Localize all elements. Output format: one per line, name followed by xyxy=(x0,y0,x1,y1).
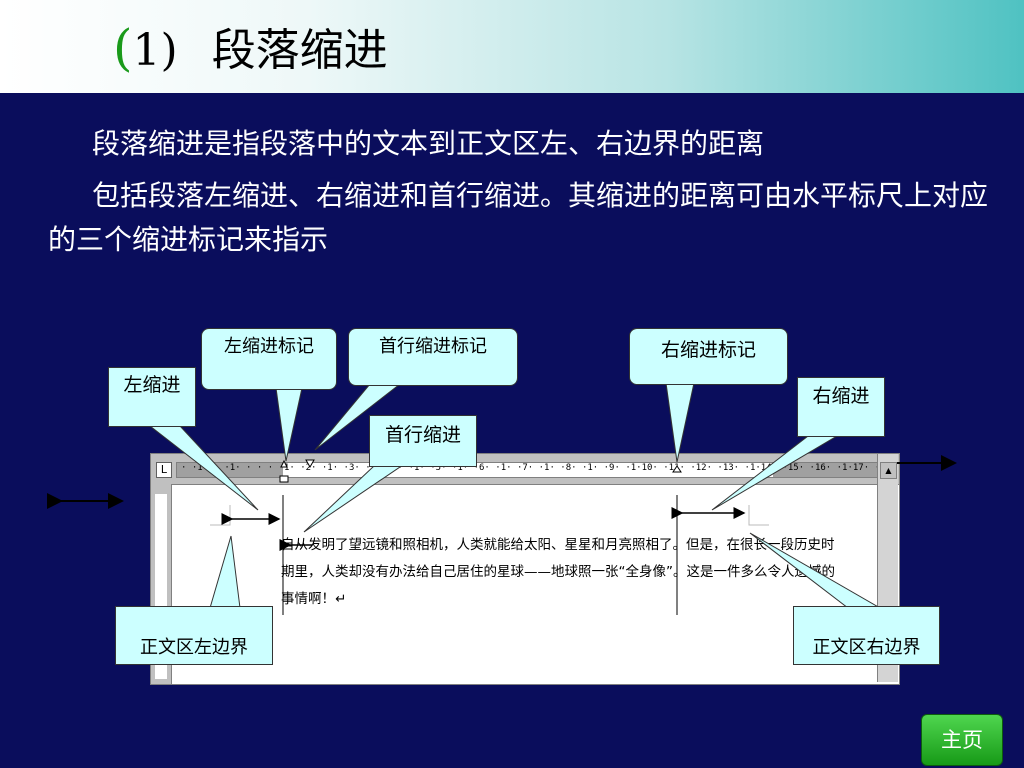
document-body-text[interactable]: 自从发明了望远镜和照相机，人类就能给太阳、星星和月亮照相了。但是，在很长一段历史… xyxy=(281,537,835,607)
left-indent-box-icon xyxy=(279,475,289,483)
scroll-up-icon[interactable]: ▲ xyxy=(880,462,897,479)
callout-right-boundary: 正文区右边界 xyxy=(793,606,940,665)
title-text: 段落缩进 xyxy=(211,25,388,76)
title-number: 1) xyxy=(132,25,178,76)
tab-selector[interactable]: L xyxy=(156,462,172,478)
callout-first-line-indent: 首行缩进 xyxy=(369,415,477,467)
callout-right-indent-marker: 右缩进标记 xyxy=(629,328,788,385)
title-paren: ( xyxy=(113,19,133,77)
right-indent-marker-icon xyxy=(672,465,682,473)
ruler-ticks: · ·1· · ·1· · · · ·1· ·2· ·1· ·3· ·1· ·4… xyxy=(181,463,878,473)
left-indent-marker-icon xyxy=(280,459,288,468)
title-bar: (1) 段落缩进 xyxy=(0,0,1024,93)
slide-title: (1) 段落缩进 xyxy=(113,14,388,78)
intro-paragraph-1: 段落缩进是指段落中的文本到正文区左、右边界的距离 xyxy=(92,127,765,160)
ruler-right-margin xyxy=(773,463,877,477)
ruler-track: · ·1· · ·1· · · · ·1· ·2· ·1· ·3· ·1· ·4… xyxy=(176,462,878,478)
callout-left-indent-marker: 左缩进标记 xyxy=(201,328,337,390)
callout-left-boundary: 正文区左边界 xyxy=(115,606,273,665)
home-button[interactable]: 主页 xyxy=(921,714,1003,766)
callout-right-indent: 右缩进 xyxy=(797,377,885,437)
first-line-marker-icon xyxy=(305,459,315,469)
callout-first-line-marker: 首行缩进标记 xyxy=(348,328,518,386)
callout-left-indent: 左缩进 xyxy=(108,367,196,427)
intro-paragraph-2: 包括段落左缩进、右缩进和首行缩进。其缩进的距离可由水平标尺上对应的三个缩进标记来… xyxy=(48,179,989,256)
